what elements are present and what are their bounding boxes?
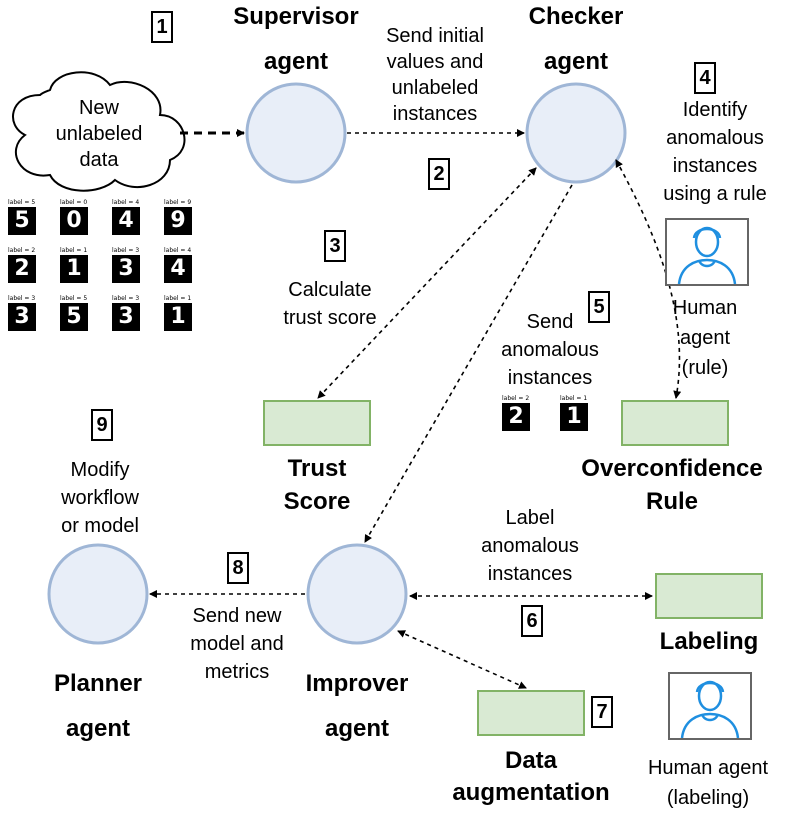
mnist-digit-5: 1 bbox=[60, 255, 88, 283]
mnist-label-5: label = 1 bbox=[60, 247, 88, 254]
mnist-digit-1: 0 bbox=[60, 207, 88, 235]
send-model-line-2: model and bbox=[190, 633, 284, 655]
cloud-label-3: data bbox=[79, 149, 119, 171]
augmentation-title-1: Data bbox=[504, 747, 558, 774]
mnist-label-7: label = 4 bbox=[164, 247, 192, 254]
labeling-box[interactable] bbox=[655, 573, 763, 619]
step-1-badge: 1 bbox=[151, 11, 173, 43]
planner-agent-circle[interactable] bbox=[47, 543, 149, 645]
label-anomalous-line-2: anomalous bbox=[481, 535, 579, 557]
planner-title-1: Planner bbox=[53, 670, 143, 697]
mnist-digit-6: 3 bbox=[112, 255, 140, 283]
mnist-label-8: label = 3 bbox=[8, 295, 36, 302]
human-rule-avatar bbox=[665, 218, 749, 286]
checker-title-2: agent bbox=[543, 48, 608, 75]
planner-title-2: agent bbox=[65, 715, 130, 742]
send-initial-line-3: unlabeled bbox=[391, 77, 479, 99]
mnist-label-9: label = 5 bbox=[60, 295, 88, 302]
step-7-badge: 7 bbox=[591, 696, 613, 728]
modify-line-1: Modify bbox=[70, 459, 130, 481]
mnist-digit-8: 3 bbox=[8, 303, 36, 331]
trust-score-title-1: Trust bbox=[287, 455, 347, 482]
mnist-digit-0: 5 bbox=[8, 207, 36, 235]
send-model-line-3: metrics bbox=[204, 661, 270, 683]
trust-score-box[interactable] bbox=[263, 400, 371, 446]
human-labeling-line-1: Human agent bbox=[647, 757, 769, 779]
anomalous-digit-0: 2 bbox=[502, 403, 530, 431]
human-labeling-line-2: (labeling) bbox=[666, 787, 750, 809]
mnist-digit-11: 1 bbox=[164, 303, 192, 331]
calc-trust-line-2: trust score bbox=[283, 307, 377, 329]
mnist-label-10: label = 3 bbox=[112, 295, 140, 302]
modify-line-2: workflow bbox=[61, 487, 139, 509]
human-rule-line-1: Human bbox=[672, 297, 738, 319]
mnist-digit-2: 4 bbox=[112, 207, 140, 235]
mnist-label-1: label = 0 bbox=[60, 199, 88, 206]
send-initial-line-2: values and bbox=[386, 51, 484, 73]
cloud-label-1: New bbox=[78, 97, 119, 119]
send-anomalous-line-3: instances bbox=[507, 367, 593, 389]
supervisor-title-2: agent bbox=[263, 48, 328, 75]
label-anomalous-line-3: instances bbox=[487, 563, 573, 585]
send-model-line-1: Send new bbox=[192, 605, 282, 627]
step-9-badge: 9 bbox=[91, 409, 113, 441]
supervisor-title-1: Supervisor bbox=[233, 3, 359, 30]
overconfidence-title-2: Rule bbox=[645, 488, 698, 515]
cloud-label-2: unlabeled bbox=[55, 123, 143, 145]
labeling-title: Labeling bbox=[659, 628, 759, 655]
improver-title-1: Improver bbox=[305, 670, 409, 697]
augmentation-title-2: augmentation bbox=[452, 779, 610, 806]
anomalous-label-0: label = 2 bbox=[502, 395, 530, 402]
supervisor-agent-circle[interactable] bbox=[245, 82, 347, 184]
improver-title-2: agent bbox=[324, 715, 389, 742]
mnist-label-6: label = 3 bbox=[112, 247, 140, 254]
calc-trust-line-1: Calculate bbox=[288, 279, 372, 301]
user-icon bbox=[677, 226, 737, 285]
overconfidence-title-1: Overconfidence bbox=[581, 455, 763, 482]
mnist-digit-9: 5 bbox=[60, 303, 88, 331]
step-8-badge: 8 bbox=[227, 552, 249, 584]
human-rule-line-2: agent bbox=[679, 327, 731, 349]
identify-line-4: using a rule bbox=[663, 183, 767, 205]
checker-agent-circle[interactable] bbox=[525, 82, 627, 184]
mnist-digit-4: 2 bbox=[8, 255, 36, 283]
user-icon bbox=[680, 680, 740, 739]
step-3-badge: 3 bbox=[324, 230, 346, 262]
anomalous-digit-1: 1 bbox=[560, 403, 588, 431]
send-anomalous-line-1: Send bbox=[526, 311, 574, 333]
step-5-badge: 5 bbox=[588, 291, 610, 323]
identify-line-1: Identify bbox=[682, 99, 748, 121]
send-initial-line-1: Send initial bbox=[386, 25, 484, 47]
cloud-shape bbox=[12, 71, 186, 192]
human-rule-line-3: (rule) bbox=[681, 357, 729, 379]
step-4-badge: 4 bbox=[694, 62, 716, 94]
overconfidence-rule-box[interactable] bbox=[621, 400, 729, 446]
trust-score-title-2: Score bbox=[283, 488, 351, 515]
data-augmentation-box[interactable] bbox=[477, 690, 585, 736]
mnist-label-3: label = 9 bbox=[164, 199, 192, 206]
label-anomalous-line-1: Label bbox=[505, 507, 555, 529]
checker-title-1: Checker bbox=[528, 3, 624, 30]
mnist-label-2: label = 4 bbox=[112, 199, 140, 206]
mnist-digit-7: 4 bbox=[164, 255, 192, 283]
send-initial-line-4: instances bbox=[392, 103, 478, 125]
identify-line-2: anomalous bbox=[666, 127, 764, 149]
mnist-digit-10: 3 bbox=[112, 303, 140, 331]
step-2-badge: 2 bbox=[428, 158, 450, 190]
arrow-checker-trust bbox=[317, 167, 537, 399]
mnist-label-11: label = 1 bbox=[164, 295, 192, 302]
mnist-digit-3: 9 bbox=[164, 207, 192, 235]
identify-line-3: instances bbox=[672, 155, 758, 177]
mnist-label-0: label = 5 bbox=[8, 199, 36, 206]
modify-line-3: or model bbox=[61, 515, 139, 537]
human-labeling-avatar bbox=[668, 672, 752, 740]
mnist-label-4: label = 2 bbox=[8, 247, 36, 254]
anomalous-label-1: label = 1 bbox=[560, 395, 588, 402]
send-anomalous-line-2: anomalous bbox=[501, 339, 599, 361]
step-6-badge: 6 bbox=[521, 605, 543, 637]
improver-agent-circle[interactable] bbox=[306, 543, 408, 645]
